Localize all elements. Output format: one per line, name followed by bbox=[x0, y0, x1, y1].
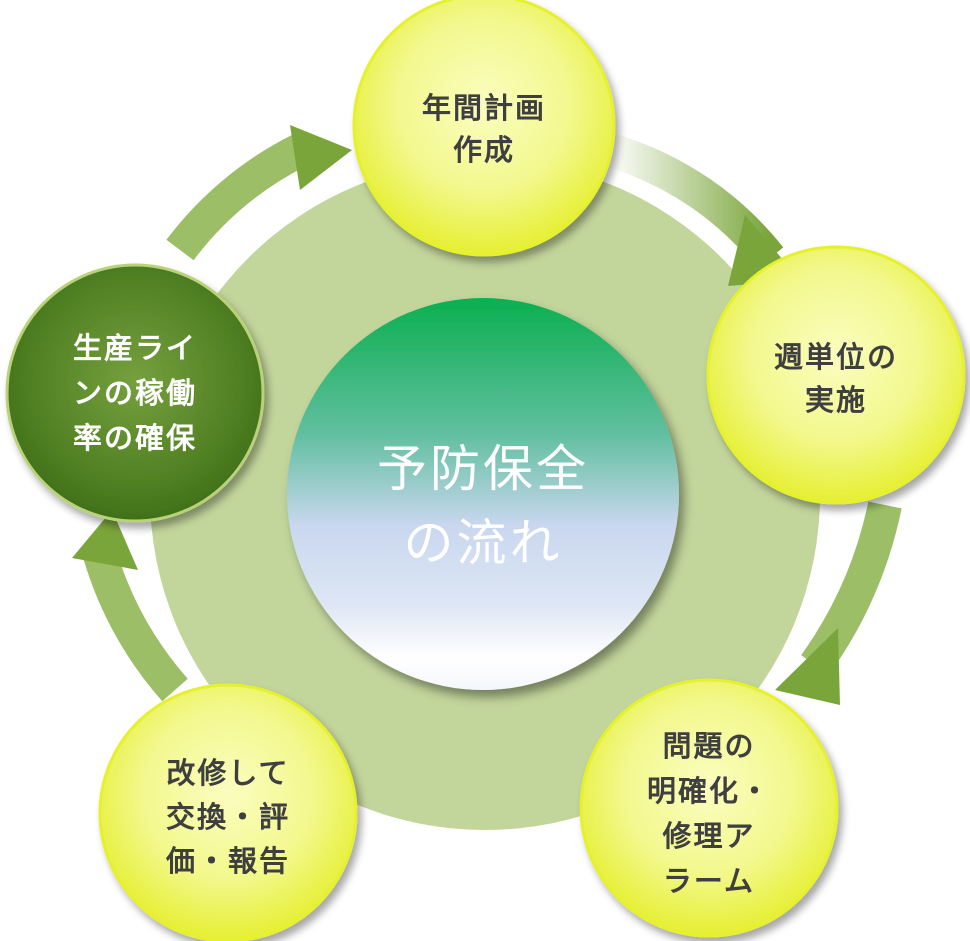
node-repair-report-line-2: 交換・評 bbox=[166, 800, 290, 834]
center-circle: 予防保全 の流れ bbox=[287, 298, 679, 690]
node-line-uptime-line-1: 生産ライ bbox=[73, 331, 197, 365]
node-problem-alarm: 問題の 明確化・ 修理ア ラーム bbox=[579, 678, 839, 938]
cycle-arrows bbox=[72, 125, 902, 705]
node-weekly-implementation: 週単位の 実施 bbox=[706, 245, 966, 505]
arrow-head-uptime-to-plan-icon bbox=[290, 125, 352, 190]
node-problem-alarm-circle bbox=[579, 678, 839, 938]
node-line-uptime-circle bbox=[5, 263, 265, 523]
node-problem-alarm-line-2: 明確化・ bbox=[647, 774, 771, 808]
node-repair-report-line-3: 価・報告 bbox=[165, 844, 290, 878]
node-line-uptime: 生産ライ ンの稼働 率の確保 bbox=[5, 263, 265, 523]
center-circle-shape bbox=[287, 298, 679, 690]
node-weekly-implementation-circle bbox=[706, 245, 966, 505]
node-line-uptime-line-2: ンの稼働 bbox=[73, 376, 197, 410]
center-title-line-1: 予防保全 bbox=[377, 440, 589, 498]
node-repair-report-line-1: 改修して bbox=[166, 756, 289, 790]
arrow-head-weekly-to-problem-icon bbox=[775, 628, 840, 705]
arrow-repair-to-uptime-icon bbox=[83, 549, 188, 702]
node-problem-alarm-line-4: ラーム bbox=[663, 864, 755, 898]
node-annual-plan: 年間計画 作成 bbox=[352, 0, 616, 257]
arrow-head-repair-to-uptime-icon bbox=[72, 510, 138, 570]
center-title-line-2: の流れ bbox=[404, 514, 563, 572]
node-weekly-implementation-line-1: 週単位の bbox=[774, 340, 898, 374]
node-repair-report-circle bbox=[98, 683, 358, 941]
node-annual-plan-line-1: 年間計画 bbox=[422, 91, 546, 125]
node-line-uptime-line-3: 率の確保 bbox=[73, 421, 197, 455]
node-annual-plan-circle bbox=[352, 0, 616, 257]
node-problem-alarm-line-3: 修理ア bbox=[661, 819, 755, 853]
node-weekly-implementation-line-2: 実施 bbox=[805, 383, 867, 417]
arrow-uptime-to-plan-icon bbox=[166, 134, 308, 261]
node-repair-report: 改修して 交換・評 価・報告 bbox=[98, 683, 358, 941]
node-problem-alarm-line-1: 問題の bbox=[662, 729, 755, 763]
node-annual-plan-line-2: 作成 bbox=[453, 133, 515, 167]
